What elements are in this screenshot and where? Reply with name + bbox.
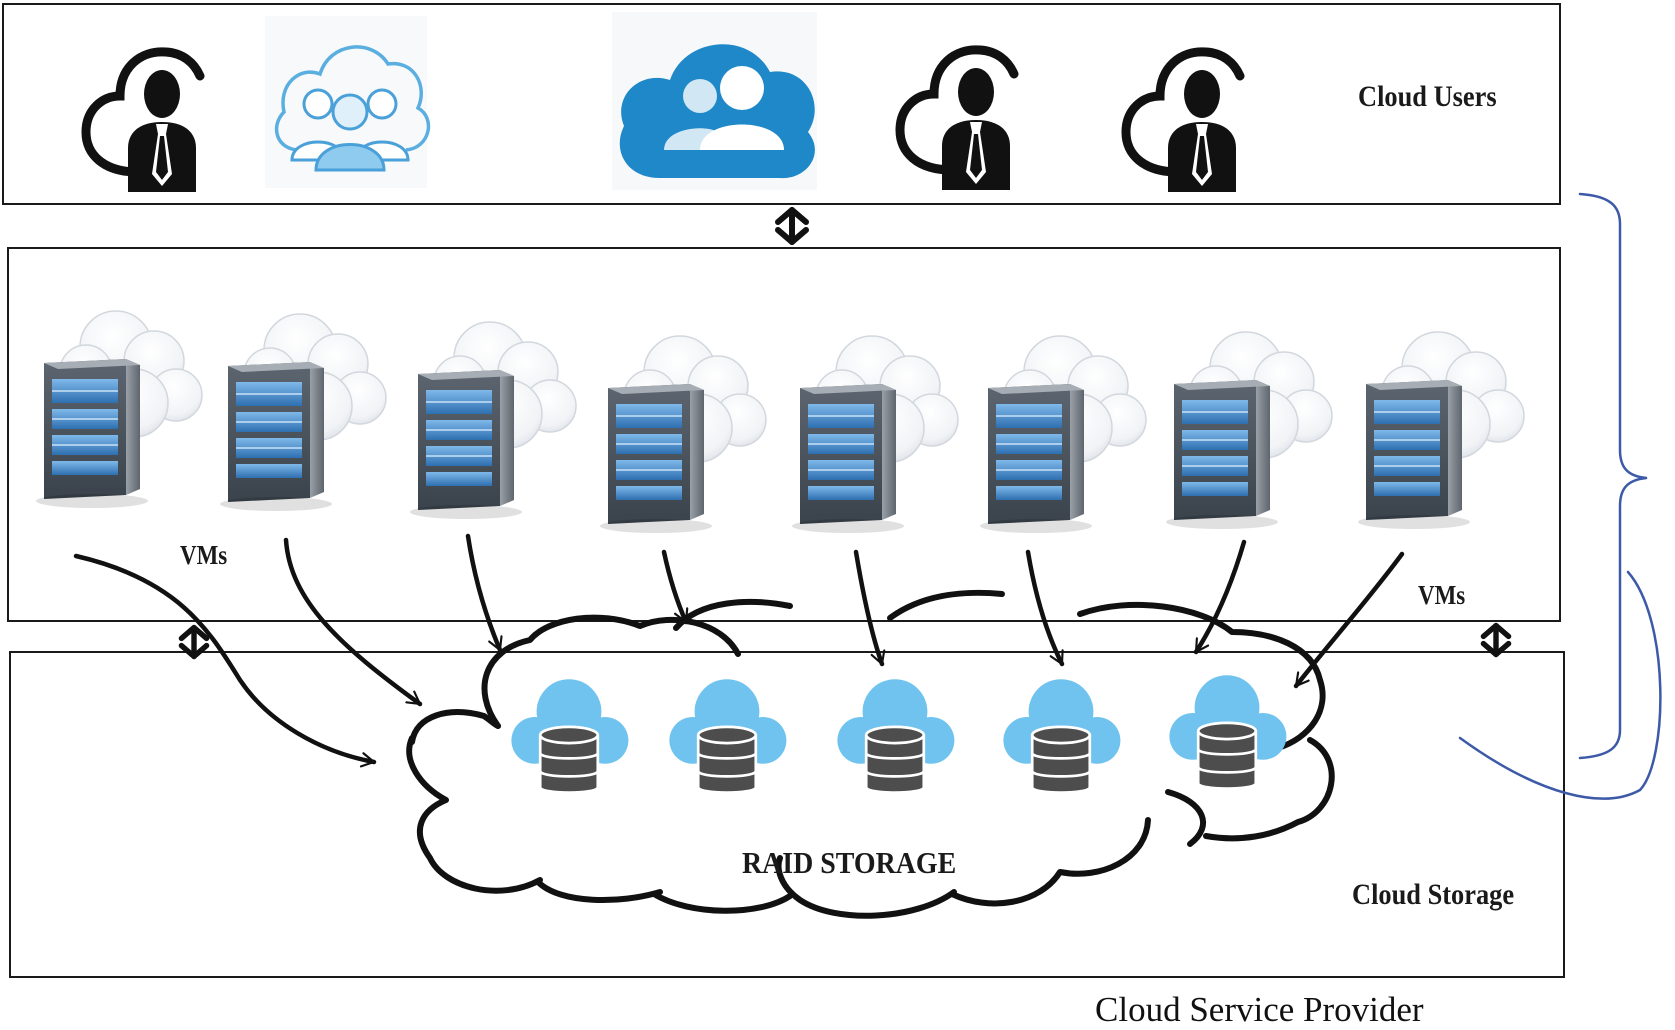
provider-brace	[1458, 192, 1662, 800]
server-cloud-icon	[220, 313, 387, 512]
server-cloud-icon	[600, 335, 767, 534]
arrow	[283, 537, 423, 707]
double-arrow-icon	[778, 210, 806, 242]
arrow	[1293, 551, 1405, 689]
cloud-storage-label: Cloud Storage	[1352, 878, 1515, 911]
cloud-users-label: Cloud Users	[1358, 80, 1497, 113]
arrow	[1025, 549, 1065, 667]
arrow	[73, 553, 377, 768]
server-cloud-icon	[1166, 331, 1333, 530]
vm-layer	[7, 247, 1561, 622]
arrow	[1193, 539, 1247, 655]
server-cloud-icon	[1358, 331, 1525, 530]
person-cloud-icon	[86, 52, 200, 192]
cloud-service-provider-label: Cloud Service Provider	[1095, 990, 1424, 1029]
vm-to-storage-arrows	[73, 533, 1405, 768]
database-cloud-icon	[668, 677, 788, 794]
database-cloud-icon	[836, 677, 956, 794]
double-arrow-icon	[181, 628, 206, 657]
double-arrow-icon	[1483, 626, 1508, 655]
arrow	[661, 549, 689, 625]
group-cloud-icon	[265, 16, 431, 188]
person-cloud-icon	[1126, 52, 1240, 192]
server-cloud-icon	[980, 335, 1147, 534]
arrow	[465, 533, 503, 653]
users-cloud-icon	[612, 12, 817, 190]
server-cloud-icon	[36, 310, 203, 509]
database-cloud-icon	[510, 677, 630, 794]
raid-storage-label: RAID STORAGE	[742, 845, 957, 880]
cloud-storage-layer	[9, 651, 1565, 978]
server-cloud-icon	[792, 335, 959, 534]
cloud-users-layer	[2, 3, 1561, 205]
database-cloud-icon	[1168, 673, 1288, 790]
raid-storage-cloud	[406, 589, 1335, 919]
vms-label: VMs	[1418, 580, 1466, 610]
server-cloud-icon	[410, 321, 577, 520]
vms-label: VMs	[180, 540, 228, 570]
database-cloud-icon	[1002, 677, 1122, 794]
arrow	[853, 549, 886, 667]
person-cloud-icon	[900, 50, 1014, 190]
